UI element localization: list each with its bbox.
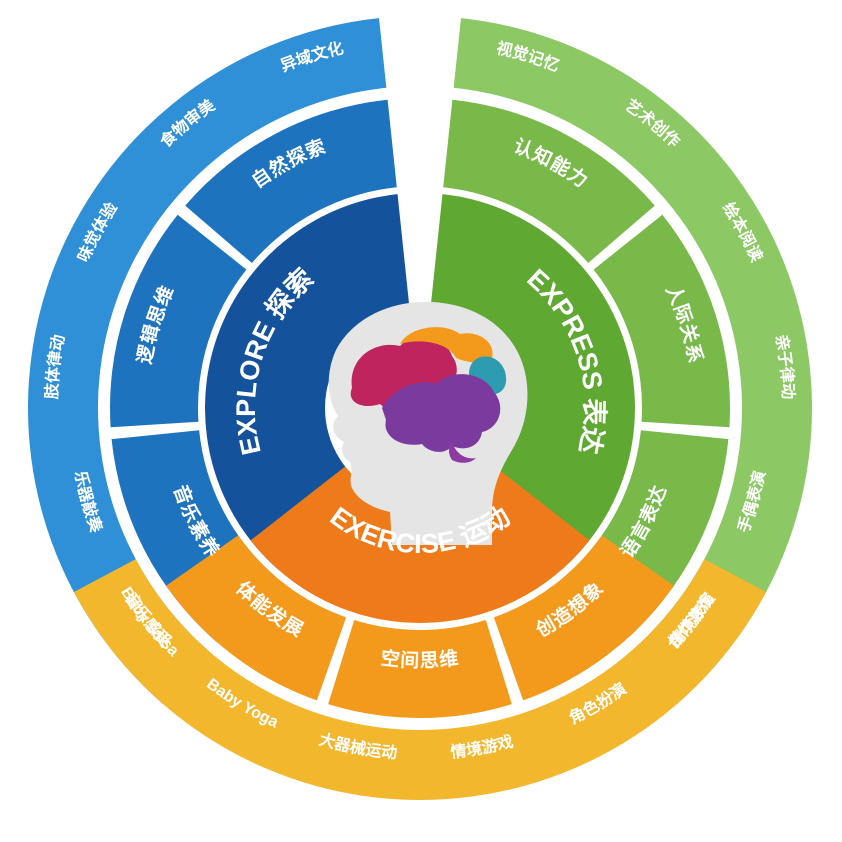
explore-outer-ring — [28, 18, 387, 704]
section-express — [429, 18, 812, 704]
brain-lobe-purple — [382, 374, 501, 452]
child-head-brain-icon — [328, 301, 528, 545]
express-mid-segment — [443, 99, 655, 264]
explore-mid-segment — [185, 99, 397, 264]
brain-icon — [350, 327, 507, 463]
section-explore — [28, 18, 411, 704]
exercise-mid-segment — [328, 620, 512, 718]
explore-mid-segment — [110, 214, 247, 428]
exercise-mid-segment — [166, 535, 347, 701]
express-mid-segment — [593, 214, 730, 428]
exercise-mid-segment — [493, 535, 674, 701]
express-core-segment — [429, 194, 636, 571]
exercise-outer-ring — [73, 559, 767, 800]
explore-core-segment — [204, 194, 411, 571]
wheel-segments — [28, 18, 812, 800]
section-exercise — [73, 466, 767, 800]
express-outer-ring — [453, 18, 812, 704]
brain-lobe-orange — [400, 327, 493, 363]
brain-stem — [449, 442, 476, 463]
